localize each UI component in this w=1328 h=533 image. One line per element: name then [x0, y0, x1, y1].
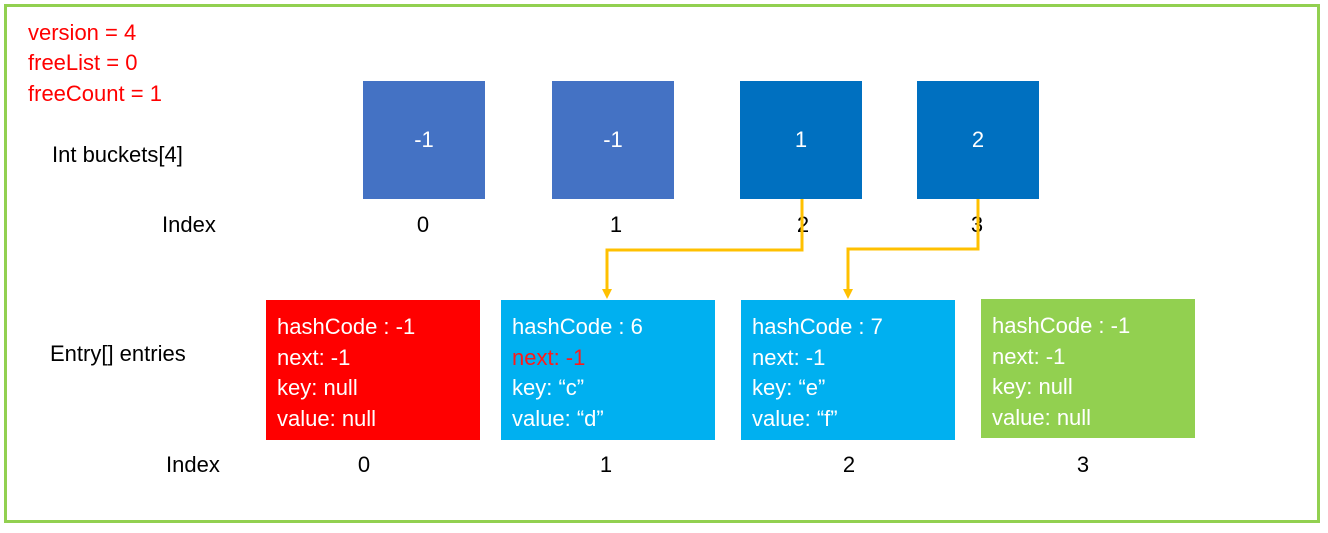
entry-key: key: “e” — [752, 375, 826, 400]
entry-next: next: -1 — [277, 344, 351, 370]
bucket-1: -1 — [552, 81, 674, 199]
entry-hashcode: hashCode : -1 — [992, 313, 1131, 338]
arrow-bucket2-to-entry1 — [602, 199, 804, 299]
entry-hashcode: hashCode : 6 — [512, 314, 643, 339]
bucket-index-1: 1 — [609, 212, 623, 237]
entry-value: value: null — [277, 405, 377, 431]
entries-label: Entry[] entries — [50, 341, 186, 366]
entry-index-0: 0 — [357, 452, 371, 477]
bucket-index-0: 0 — [416, 212, 430, 237]
entry-key: key: null — [277, 375, 358, 400]
entry-index-3: 3 — [1076, 452, 1090, 477]
freelist-text: freeList = 0 — [28, 50, 138, 75]
entry-hashcode: hashCode : -1 — [277, 314, 416, 339]
entry-value: value: “f” — [752, 405, 838, 431]
entry-key: key: “c” — [512, 375, 585, 400]
entry-next: next: -1 — [992, 343, 1066, 369]
entry-hashcode: hashCode : 7 — [752, 314, 883, 339]
entry-key: key: null — [992, 374, 1073, 399]
entry-1: hashCode : 6 next: -1 key: “c” value: “d… — [501, 300, 715, 440]
bucket-value: 2 — [971, 127, 985, 152]
buckets-label: Int buckets[4] — [52, 142, 183, 167]
entry-index-1: 1 — [599, 452, 613, 477]
buckets-index-label: Index — [162, 212, 216, 237]
entry-index-2: 2 — [842, 452, 856, 477]
entry-value: value: null — [992, 404, 1092, 430]
bucket-value: -1 — [414, 127, 434, 152]
version-text: version = 4 — [28, 20, 137, 45]
bucket-3: 2 — [917, 81, 1039, 199]
diagram-frame — [4, 4, 1320, 523]
bucket-0: -1 — [363, 81, 485, 199]
entry-2: hashCode : 7 next: -1 key: “e” value: “f… — [741, 300, 955, 440]
entry-0: hashCode : -1 next: -1 key: null value: … — [266, 300, 480, 440]
freecount-text: freeCount = 1 — [28, 81, 162, 106]
entry-value: value: “d” — [512, 405, 604, 431]
entry-next: next: -1 — [752, 344, 826, 370]
bucket-value: -1 — [603, 127, 623, 152]
entry-next: next: -1 — [512, 344, 586, 370]
entry-3: hashCode : -1 next: -1 key: null value: … — [981, 299, 1195, 438]
bucket-value: 1 — [794, 127, 808, 152]
arrow-bucket3-to-entry2 — [843, 199, 980, 299]
entries-index-label: Index — [166, 452, 220, 477]
bucket-2: 1 — [740, 81, 862, 199]
